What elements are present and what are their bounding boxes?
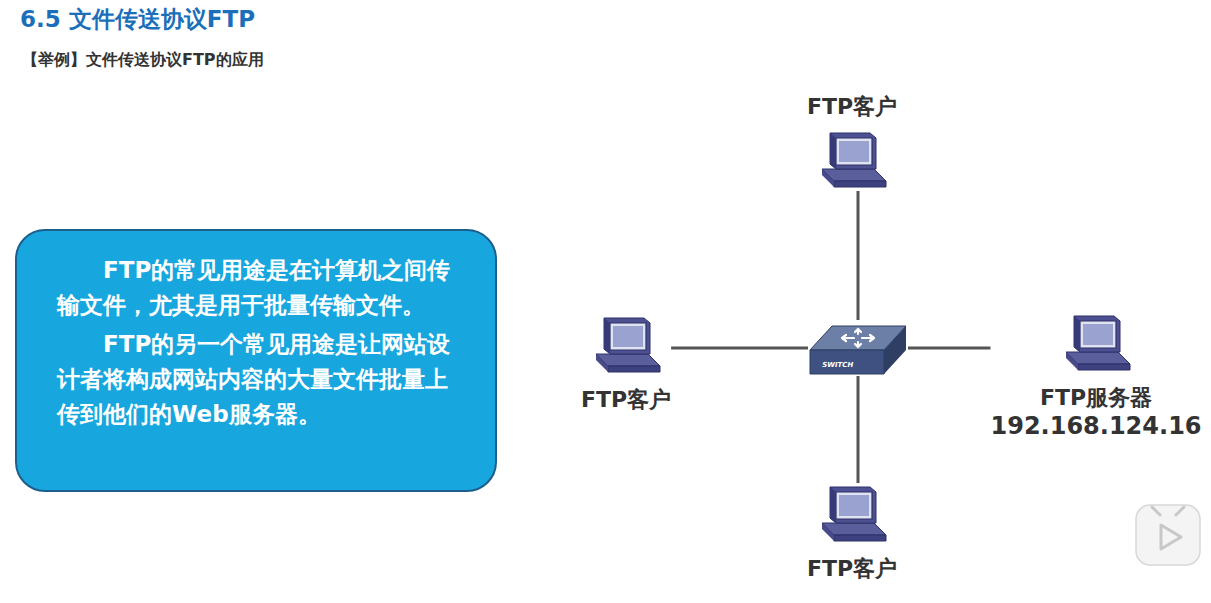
computer-icon xyxy=(588,314,664,376)
host-label: FTP客户 xyxy=(807,93,897,121)
computer-icon xyxy=(814,129,890,191)
host-label: FTP服务器 xyxy=(1040,384,1152,412)
callout-text: FTP的另一个常见用途是让网站设计者将构成网站内容的大量文件批量上传到他们的We… xyxy=(57,327,455,432)
computer-icon xyxy=(1058,312,1134,374)
computer-node: FTP客户 xyxy=(807,93,897,191)
host-label: FTP客户 xyxy=(807,555,897,583)
network-cable xyxy=(857,191,860,320)
slide-title: 6.5 文件传送协议FTP xyxy=(20,4,255,35)
computer-node: FTP客户 xyxy=(807,483,897,583)
switch-node: SWITCH xyxy=(808,320,908,376)
network-cable xyxy=(908,347,990,350)
play-button xyxy=(1136,505,1200,565)
network-cable xyxy=(857,376,860,483)
callout-box: FTP的常见用途是在计算机之间传输文件，尤其是用于批量传输文件。FTP的另一个常… xyxy=(15,229,497,492)
subtitle: 【举例】文件传送协议FTP的应用 xyxy=(22,50,264,71)
computer-node: FTP服务器192.168.124.16 xyxy=(990,312,1201,440)
switch-label: SWITCH xyxy=(821,361,854,369)
computer-node: FTP客户 xyxy=(581,314,671,414)
computer-icon xyxy=(814,483,890,545)
ip-address: 192.168.124.16 xyxy=(990,412,1201,440)
callout-text: FTP的常见用途是在计算机之间传输文件，尤其是用于批量传输文件。 xyxy=(57,253,455,323)
host-label: FTP客户 xyxy=(581,386,671,414)
network-cable xyxy=(671,347,808,350)
